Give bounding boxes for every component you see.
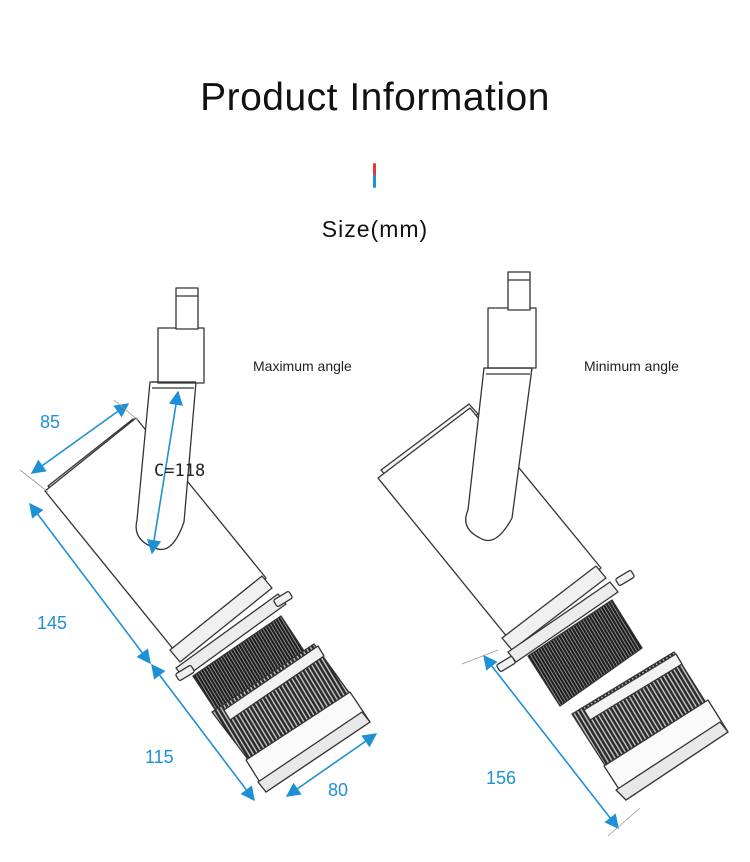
dim-c-length: C=118: [154, 461, 206, 481]
maximum-angle-label: Maximum angle: [253, 358, 352, 374]
dim-lens-length: 115: [145, 747, 174, 767]
right-dimension-lines: [483, 654, 619, 830]
section-subtitle: Size(mm): [321, 216, 429, 242]
minimum-angle-label: Minimum angle: [584, 358, 679, 374]
dim-top-width: 85: [40, 412, 61, 432]
title-accent-bar: [373, 163, 376, 188]
dim-body-length: 145: [37, 613, 68, 633]
right-device: [377, 271, 729, 801]
left-dimension-lines: [29, 390, 378, 802]
dim-lens-diameter: 80: [328, 780, 349, 800]
page-title: Product Information: [200, 76, 550, 119]
dim-overall-length: 156: [486, 768, 517, 788]
